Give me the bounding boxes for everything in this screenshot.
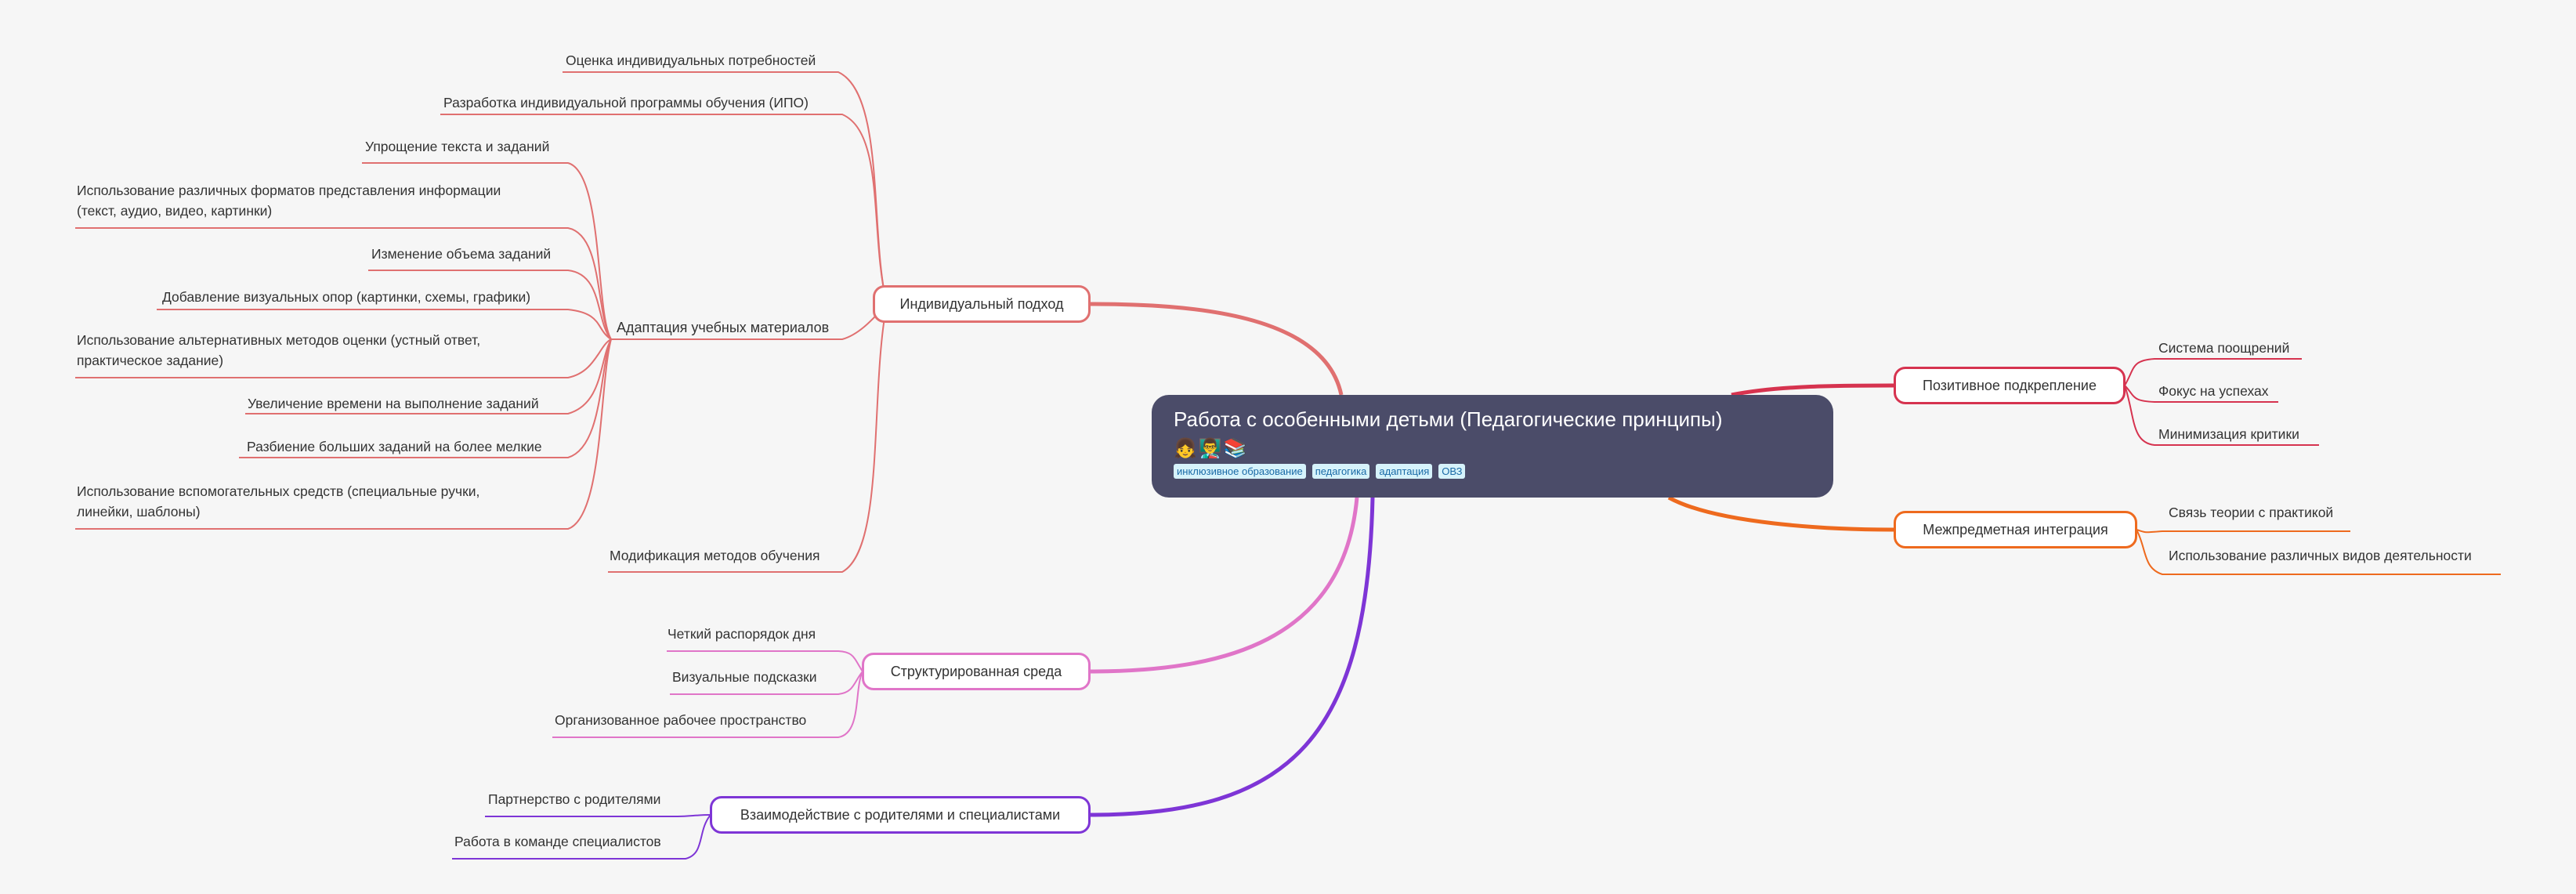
- tag[interactable]: педагогика: [1312, 464, 1370, 479]
- tag-list: инклюзивное образование педагогика адапт…: [1174, 464, 1811, 479]
- leaf-formats[interactable]: Использование различных форматов предста…: [77, 183, 501, 219]
- leaf-visual[interactable]: Добавление визуальных опор (картинки, сх…: [162, 289, 531, 305]
- leaf-theory[interactable]: Связь теории с практикой: [2169, 505, 2334, 520]
- branch-integration[interactable]: Межпредметная интеграция: [1894, 511, 2137, 548]
- link-root-parents: [1089, 497, 1375, 817]
- links-integration: [2136, 529, 2501, 575]
- root-emoji: 👧👨‍🏫📚: [1174, 437, 1249, 459]
- leaf-team[interactable]: Работа в команде специалистов: [454, 834, 661, 849]
- leaf-ipo[interactable]: Разработка индивидуальной программы обуч…: [443, 95, 809, 110]
- links-parents: [452, 814, 711, 860]
- branch-reinforcement[interactable]: Позитивное подкрепление: [1894, 367, 2126, 404]
- leaf-workspace[interactable]: Организованное рабочее пространство: [555, 712, 807, 728]
- link-root-individual: [1089, 302, 1344, 396]
- branch-individual[interactable]: Индивидуальный подход: [873, 285, 1091, 323]
- root-node[interactable]: Работа с особенными детьми (Педагогическ…: [1152, 395, 1833, 498]
- links-reinforcement: [2124, 358, 2319, 446]
- link-root-environment: [1089, 497, 1359, 674]
- links-individual: [75, 71, 888, 573]
- link-root-integration: [1667, 495, 1895, 532]
- leaf-simplify[interactable]: Упрощение текста и заданий: [365, 139, 550, 154]
- tag[interactable]: адаптация: [1376, 464, 1433, 479]
- leaf-rewards[interactable]: Система поощрений: [2158, 340, 2290, 356]
- links-environment: [552, 650, 863, 738]
- leaf-hints[interactable]: Визуальные подсказки: [672, 669, 817, 685]
- leaf-volume[interactable]: Изменение объема заданий: [371, 246, 552, 262]
- leaf-activities[interactable]: Использование различных видов деятельнос…: [2169, 548, 2472, 563]
- branch-environment[interactable]: Структурированная среда: [862, 653, 1091, 690]
- tag[interactable]: инклюзивное образование: [1174, 464, 1306, 479]
- leaf-methods[interactable]: Модификация методов обучения: [610, 548, 820, 563]
- leaf-schedule[interactable]: Четкий распорядок дня: [668, 626, 816, 642]
- link-root-reinforcement: [1731, 383, 1895, 397]
- leaf-aids[interactable]: Использование вспомогательных средств (с…: [77, 483, 480, 519]
- leaf-time[interactable]: Увеличение времени на выполнение заданий: [248, 396, 539, 411]
- leaf-success[interactable]: Фокус на успехах: [2158, 383, 2269, 399]
- leaf-split[interactable]: Разбиение больших заданий на более мелки…: [247, 439, 542, 454]
- node-adaptation[interactable]: Адаптация учебных материалов: [617, 320, 830, 335]
- root-title: Работа с особенными детьми (Педагогическ…: [1174, 407, 1723, 431]
- leaf-needs[interactable]: Оценка индивидуальных потребностей: [566, 52, 816, 68]
- branch-parents[interactable]: Взаимодействие с родителями и специалист…: [710, 796, 1091, 834]
- leaf-critique[interactable]: Минимизация критики: [2158, 426, 2299, 442]
- leaf-assessment[interactable]: Использование альтернативных методов оце…: [77, 332, 481, 368]
- leaf-partnership[interactable]: Партнерство с родителями: [488, 791, 661, 807]
- tag[interactable]: ОВЗ: [1438, 464, 1466, 479]
